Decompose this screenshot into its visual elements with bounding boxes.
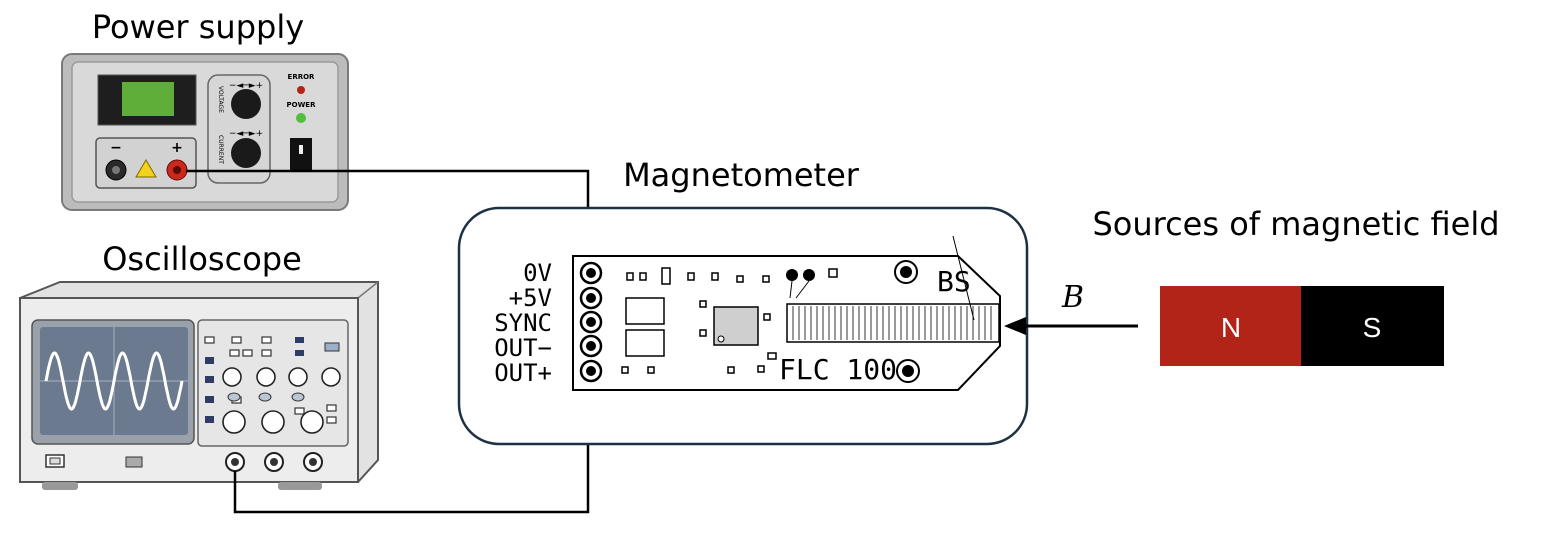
current-arrow-label: −◄─►+	[229, 129, 263, 139]
south-pole	[1301, 286, 1444, 366]
pin-label-out-plus: OUT+	[494, 359, 552, 387]
power-supply-unit: − + −◄─►+ −◄─►+ VOLTAGE CURRENT ERROR PO…	[61, 53, 349, 211]
pin-label-0v: 0V	[523, 259, 552, 287]
magnetometer-unit: 0V +5V SYNC OUT− OUT+ BS	[457, 206, 1029, 446]
error-led	[297, 86, 305, 94]
power-label: POWER	[287, 101, 317, 109]
power-supply-display-screen	[122, 82, 174, 116]
error-label: ERROR	[288, 73, 316, 81]
power-led	[296, 113, 306, 123]
oscilloscope-unit	[19, 281, 379, 490]
south-pole-label: S	[1363, 312, 1382, 343]
oscilloscope-label: Oscilloscope	[102, 240, 302, 278]
field-symbol-label: B	[1061, 280, 1084, 315]
bar-magnet: N S	[1160, 286, 1444, 366]
pin-label-out-minus: OUT−	[494, 334, 552, 362]
plus-terminal-label: +	[171, 140, 183, 156]
waveform-trace	[44, 351, 184, 411]
sources-label: Sources of magnetic field	[1092, 205, 1499, 243]
magnetometer-label: Magnetometer	[623, 156, 860, 194]
connection-wire	[186, 169, 590, 514]
voltage-label: VOLTAGE	[217, 86, 224, 113]
pin-label-5v: +5V	[509, 284, 552, 312]
power-switch	[290, 138, 312, 172]
pin-label-sync: SYNC	[494, 309, 552, 337]
fluxgate-coil	[786, 303, 1000, 343]
board-marking: BS	[937, 265, 971, 298]
minus-terminal-label: −	[110, 140, 122, 156]
voltage-knob	[231, 89, 261, 119]
current-label: CURRENT	[217, 135, 224, 164]
north-pole	[1160, 286, 1301, 366]
voltage-arrow-label: −◄─►+	[229, 81, 263, 91]
power-supply-label: Power supply	[92, 8, 304, 46]
current-knob	[231, 138, 261, 168]
north-pole-label: N	[1221, 312, 1241, 343]
oscilloscope-knobs	[222, 367, 341, 434]
field-arrow-head	[1004, 317, 1026, 335]
board-model-label: FLC 100	[779, 353, 897, 386]
warning-icon	[135, 159, 157, 178]
